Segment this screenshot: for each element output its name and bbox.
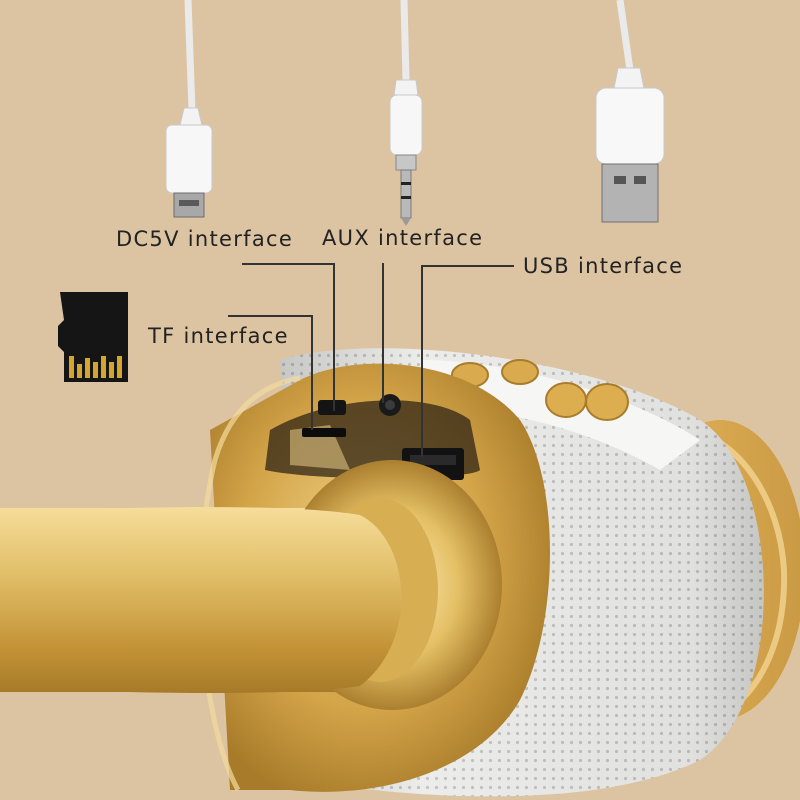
callout-line-dc5v (333, 263, 335, 411)
aux-interface-label: AUX interface (322, 226, 484, 250)
callout-line-dc5v (242, 263, 335, 265)
mic-handle (0, 460, 502, 710)
dc5v-interface-label: DC5V interface (116, 227, 294, 251)
callout-line-aux (382, 263, 384, 403)
callout-line-usb (421, 265, 423, 457)
tf-interface-label: TF interface (148, 324, 289, 348)
aux-audio-cable-icon (389, 0, 423, 226)
tf-card-icon (58, 292, 128, 382)
micro-usb-cable-icon (165, 0, 213, 218)
callout-line-usb (421, 265, 514, 267)
usb-interface-label: USB interface (523, 254, 684, 278)
callout-line-tf (228, 315, 313, 317)
volume-buttons (451, 359, 629, 421)
usb-a-cable-icon (595, 0, 665, 223)
callout-line-tf (311, 315, 313, 430)
